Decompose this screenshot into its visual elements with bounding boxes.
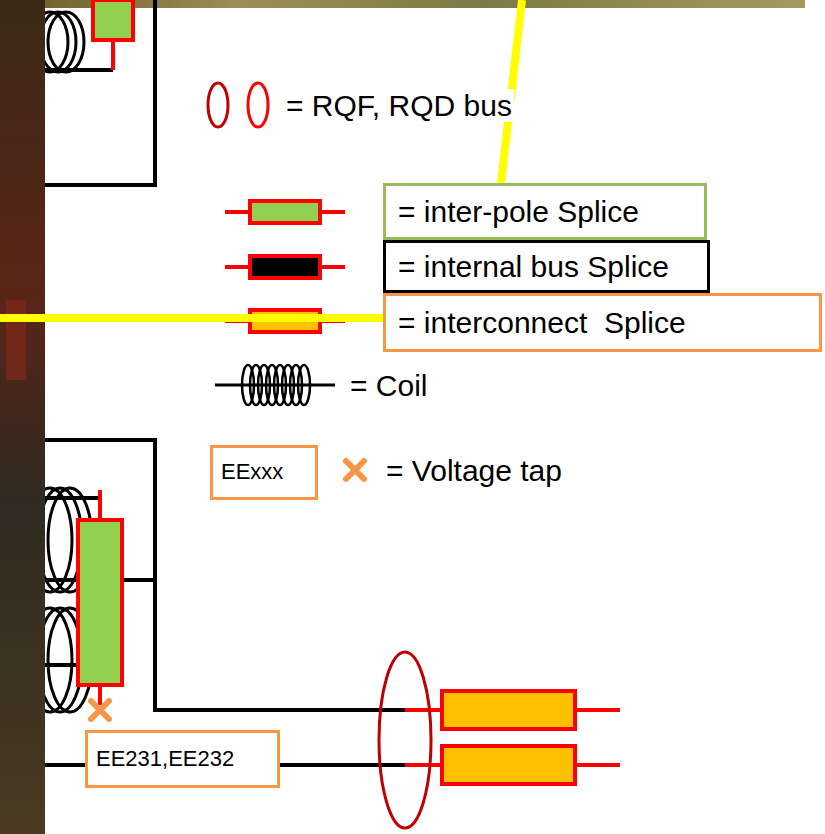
wire <box>45 0 157 185</box>
photo-detail <box>6 300 26 380</box>
legend-box: EExxx <box>210 445 318 500</box>
legend-box: EE231,EE232 <box>85 730 280 788</box>
inter-pole-splice-symbol <box>78 490 122 705</box>
photo-strip <box>0 0 45 834</box>
inter-pole-splice-symbol <box>93 0 133 70</box>
legend-box: = inter-pole Splice <box>383 183 707 240</box>
wire <box>45 438 405 765</box>
legend-box: = internal bus Splice <box>383 240 710 293</box>
coil-symbol <box>215 365 335 405</box>
legend-text: = RQF, RQD bus <box>284 89 514 122</box>
legend-text: = interconnect Splice <box>398 306 686 339</box>
inter-pole-splice-symbol <box>225 201 345 223</box>
bus-symbol <box>208 83 228 127</box>
bus-symbol <box>379 652 431 828</box>
legend-text: = Voltage tap <box>384 454 564 487</box>
coil-group <box>45 12 84 72</box>
bus-symbol <box>248 83 268 127</box>
interconnect-splice-symbol <box>405 691 620 784</box>
leader-line <box>0 314 383 322</box>
legend-text: = inter-pole Splice <box>398 195 639 228</box>
legend-text: = Coil <box>348 369 430 402</box>
legend-text: = internal bus Splice <box>398 250 669 283</box>
legend-text: EExxx <box>221 460 283 484</box>
voltage-tap-symbol <box>91 701 109 719</box>
internal-bus-splice-symbol <box>225 256 345 278</box>
legend-text: EE231,EE232 <box>96 747 234 771</box>
legend-box: = interconnect Splice <box>383 293 822 352</box>
voltage-tap-symbol <box>346 461 364 479</box>
